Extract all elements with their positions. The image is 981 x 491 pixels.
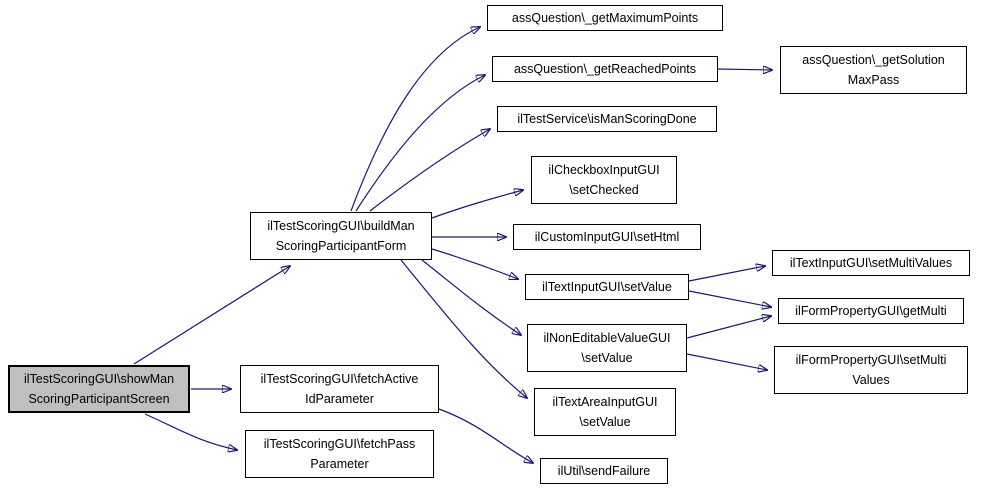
node-text-input-set-value[interactable]: ilTextInputGUI\setValue [525,274,689,300]
edge-fetchactive-sendfailure [438,408,533,463]
edge-textsetvalue-getmulti [688,290,771,307]
node-get-solution-max-pass[interactable]: assQuestion\_getSolution MaxPass [780,46,967,94]
node-build-man-scoring-participant-form[interactable]: ilTestScoringGUI\buildMan ScoringPartici… [250,212,432,260]
node-text-input-set-multi-values[interactable]: ilTextInputGUI\setMultiValues [772,250,970,276]
edge-buildman-setchecked [431,190,523,219]
edge-buildman-noneditsetvalue [421,259,521,335]
edge-buildman-textareasetvalue [400,259,527,398]
node-show-man-scoring-participant-screen: ilTestScoringGUI\showMan ScoringParticip… [8,365,190,413]
node-fetch-active-id-parameter[interactable]: ilTestScoringGUI\fetchActive IdParameter [240,365,439,413]
edge-noneditsetvalue-formsetmultivalues [686,353,767,370]
node-form-property-set-multi-values[interactable]: ilFormPropertyGUI\setMulti Values [774,346,968,394]
node-get-maximum-points[interactable]: assQuestion\_getMaximumPoints [487,5,723,31]
node-form-property-get-multi[interactable]: ilFormPropertyGUI\getMulti [778,298,964,324]
edge-buildman-getmaximumpoints [350,27,480,212]
node-get-reached-points[interactable]: assQuestion\_getReachedPoints [492,56,718,82]
edge-textsetvalue-setmultivalues [688,266,765,282]
edge-buildman-ismanscoringdone [369,129,490,212]
edge-buildman-getreachedpoints [355,75,485,212]
edge-buildman-textsetvalue [431,248,518,279]
edge-noneditsetvalue-getmulti [686,316,771,339]
edge-getreachedpoints-getsolutionmaxpass [717,69,772,70]
node-ilutil-send-failure[interactable]: ilUtil\sendFailure [540,458,668,484]
node-fetch-pass-parameter[interactable]: ilTestScoringGUI\fetchPass Parameter [245,430,434,478]
edge-showman-buildman [133,266,290,365]
node-non-editable-value-set-value[interactable]: ilNonEditableValueGUI \setValue [527,324,687,372]
node-text-area-input-set-value[interactable]: ilTextAreaInputGUI \setValue [534,388,676,436]
node-is-man-scoring-done[interactable]: ilTestService\isManScoringDone [497,106,717,132]
node-custom-input-set-html[interactable]: ilCustomInputGUI\setHtml [513,224,701,250]
node-checkbox-set-checked[interactable]: ilCheckboxInputGUI \setChecked [531,156,677,204]
edge-showman-fetchpass [144,413,237,450]
